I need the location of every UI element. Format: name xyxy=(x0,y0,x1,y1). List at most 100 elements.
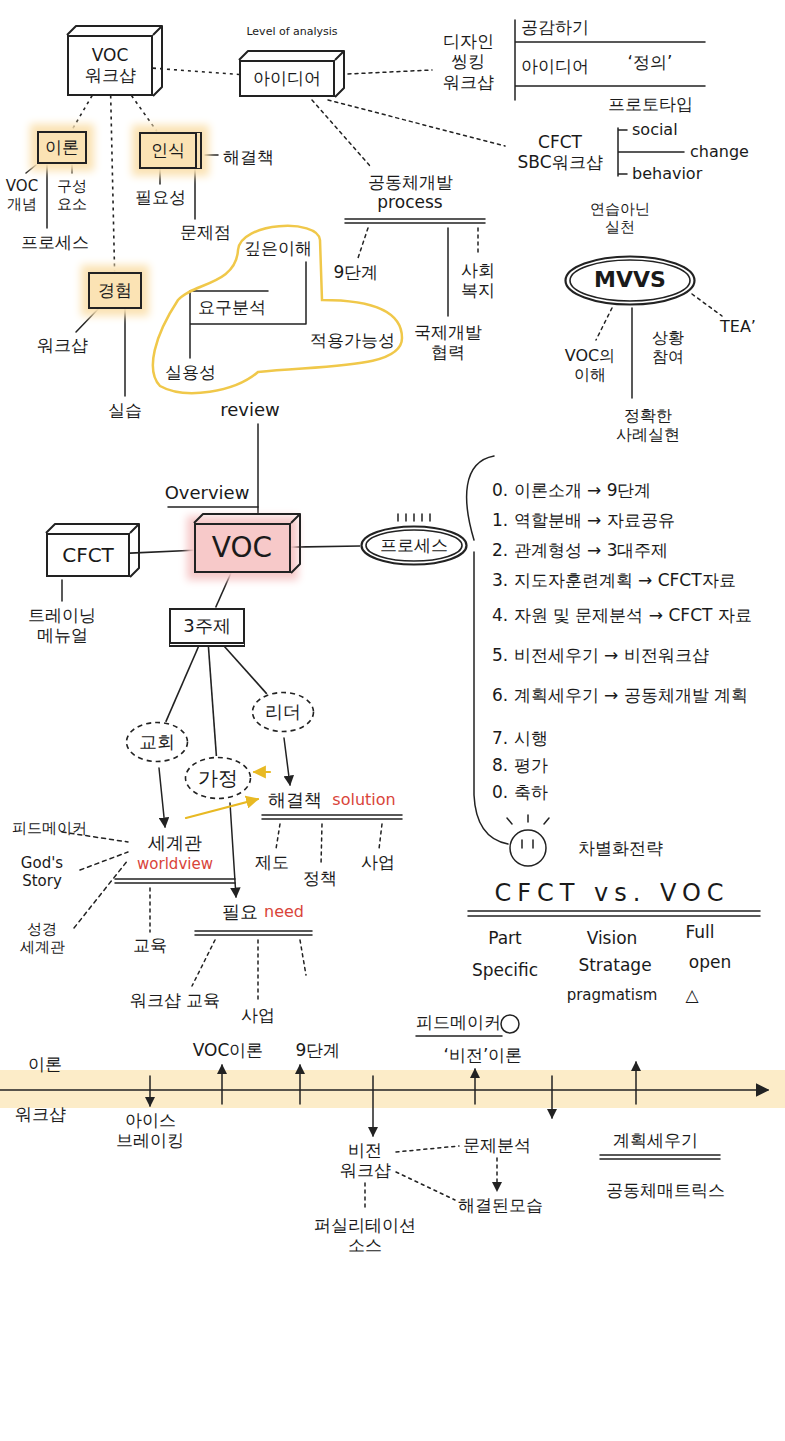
handwritten-label: review xyxy=(220,399,280,421)
timeline-band xyxy=(0,1070,785,1108)
handwritten-label: Part xyxy=(488,928,522,948)
handwritten-label: 아이스 브레이킹 xyxy=(114,1110,186,1151)
curve-bracket xyxy=(467,456,494,540)
double-underline xyxy=(600,1155,720,1159)
handwritten-label: 문제분석 xyxy=(463,1135,531,1155)
dotted-line xyxy=(477,228,479,254)
handwritten-label: 6. 계획세우기 → 공동체개발 계획 xyxy=(492,685,772,705)
handwritten-label: 5. 비전세우기 → 비전워크샵 xyxy=(492,645,772,665)
smiley-face xyxy=(507,815,549,848)
experience-box: 경험 xyxy=(88,272,142,309)
node-text: VOC xyxy=(212,531,272,565)
handwritten-label: CFCT SBC워크샵 xyxy=(512,132,608,173)
arrow xyxy=(149,1076,151,1106)
handwritten-label: pragmatism xyxy=(567,986,658,1004)
connector xyxy=(208,647,216,757)
handwritten-label: 워크샵 교육 xyxy=(130,990,220,1010)
node-text: 가정 xyxy=(198,766,238,790)
arrow xyxy=(299,1065,301,1104)
box-depth xyxy=(194,514,300,573)
handwritten-label: 2. 관계형성 → 3대주제 xyxy=(492,540,772,560)
handwritten-label: 7. 시행 xyxy=(492,728,772,748)
leader-line xyxy=(257,424,259,513)
dotted-line xyxy=(328,100,505,146)
handwritten-label: Overview xyxy=(165,482,250,504)
dashed-line xyxy=(62,832,128,928)
handwritten-label: 0. 축하 xyxy=(492,782,772,802)
node-text: 교회 xyxy=(139,731,175,753)
handwritten-label: worldview xyxy=(137,855,213,873)
handwritten-label: 해결된모습 xyxy=(458,1195,543,1215)
handwritten-label: 실습 xyxy=(108,400,142,420)
handwritten-label: 정확한 사례실현 xyxy=(610,406,686,444)
dotted-line xyxy=(692,294,722,316)
process-oval: 프로세스 xyxy=(360,525,468,566)
idea-box: 아이디어 xyxy=(239,60,335,97)
arrow xyxy=(221,1065,223,1104)
handwritten-label: TEA’ xyxy=(720,317,756,336)
handwritten-label: 비전 워크샵 xyxy=(338,1140,393,1181)
dotted-line xyxy=(312,100,370,166)
voc-box: VOC xyxy=(194,523,291,573)
double-underline xyxy=(115,879,235,883)
node-text: 인식 xyxy=(151,140,185,160)
leader-line xyxy=(447,228,449,316)
handwritten-label: change xyxy=(690,142,749,161)
handwritten-label: 연습아닌 실천 xyxy=(585,200,655,236)
handwritten-label: 차별화전략 xyxy=(578,838,663,858)
person-head xyxy=(501,1015,519,1033)
mvvs-oval: MVVS xyxy=(564,255,696,306)
handwritten-label: 요구분석 xyxy=(198,297,266,317)
connector xyxy=(216,573,231,608)
handwritten-label: 피드메이커 xyxy=(12,819,60,837)
leader-line xyxy=(631,308,633,398)
handwritten-label: 1. 역할분배 → 자료공유 xyxy=(492,510,772,530)
connector xyxy=(166,647,199,722)
highlight-arrow xyxy=(186,799,258,818)
highlight-arrow xyxy=(254,771,270,773)
dotted-arrow xyxy=(496,1158,498,1191)
handwritten-label: 4. 자원 및 문제분석 → CFCT 자료 xyxy=(492,605,772,625)
handwritten-label: 프로세스 xyxy=(21,232,89,252)
workshop-box: VOC 워크샵 xyxy=(67,35,153,96)
dotted-line xyxy=(364,1183,366,1211)
node-text: 경험 xyxy=(98,280,132,300)
smiley-face xyxy=(510,830,546,866)
dotted-line xyxy=(149,888,151,932)
handwritten-label: 8. 평가 xyxy=(492,755,772,775)
handwritten-label: Level of analysis xyxy=(246,25,337,38)
cfct-box: CFCT xyxy=(46,533,130,577)
handwritten-label: VOC 개념 xyxy=(4,177,40,213)
leader-line xyxy=(168,506,258,508)
handwritten-label: Specific xyxy=(472,960,538,980)
handwritten-label: open xyxy=(689,952,731,972)
connector xyxy=(111,96,115,272)
handwritten-label: 성경 세계관 xyxy=(12,920,72,956)
handwritten-label: solution xyxy=(332,790,395,809)
handwritten-label: 공동체매트릭스 xyxy=(606,1180,725,1200)
handwritten-label: social xyxy=(632,120,678,139)
hatch-marks xyxy=(398,514,430,521)
handwritten-label: 9단계 xyxy=(296,1040,341,1060)
handwritten-label: 세계관 xyxy=(148,832,202,854)
handwritten-label: VOC의 이해 xyxy=(560,346,620,384)
church-circle: 교회 xyxy=(125,721,189,763)
shape-outline xyxy=(186,758,251,799)
arrow xyxy=(284,738,290,785)
shape-outline xyxy=(366,530,462,561)
connector xyxy=(224,647,266,694)
family-circle: 가정 xyxy=(184,756,252,800)
topic-box: 3주제 xyxy=(169,608,245,647)
node-text: 3주제 xyxy=(183,615,230,637)
handwritten-label: CFCT vs. VOC xyxy=(494,879,729,908)
highlight-outline xyxy=(153,226,402,393)
handwritten-label: Full xyxy=(685,922,714,942)
handwritten-label: 사업 xyxy=(361,852,395,872)
node-text: VOC 워크샵 xyxy=(79,45,141,86)
connector xyxy=(291,546,361,547)
handwritten-label: 공동체개발 process xyxy=(360,172,460,213)
box-depth xyxy=(46,524,139,577)
handwritten-label: 0. 이론소개 → 9단계 xyxy=(492,480,772,500)
